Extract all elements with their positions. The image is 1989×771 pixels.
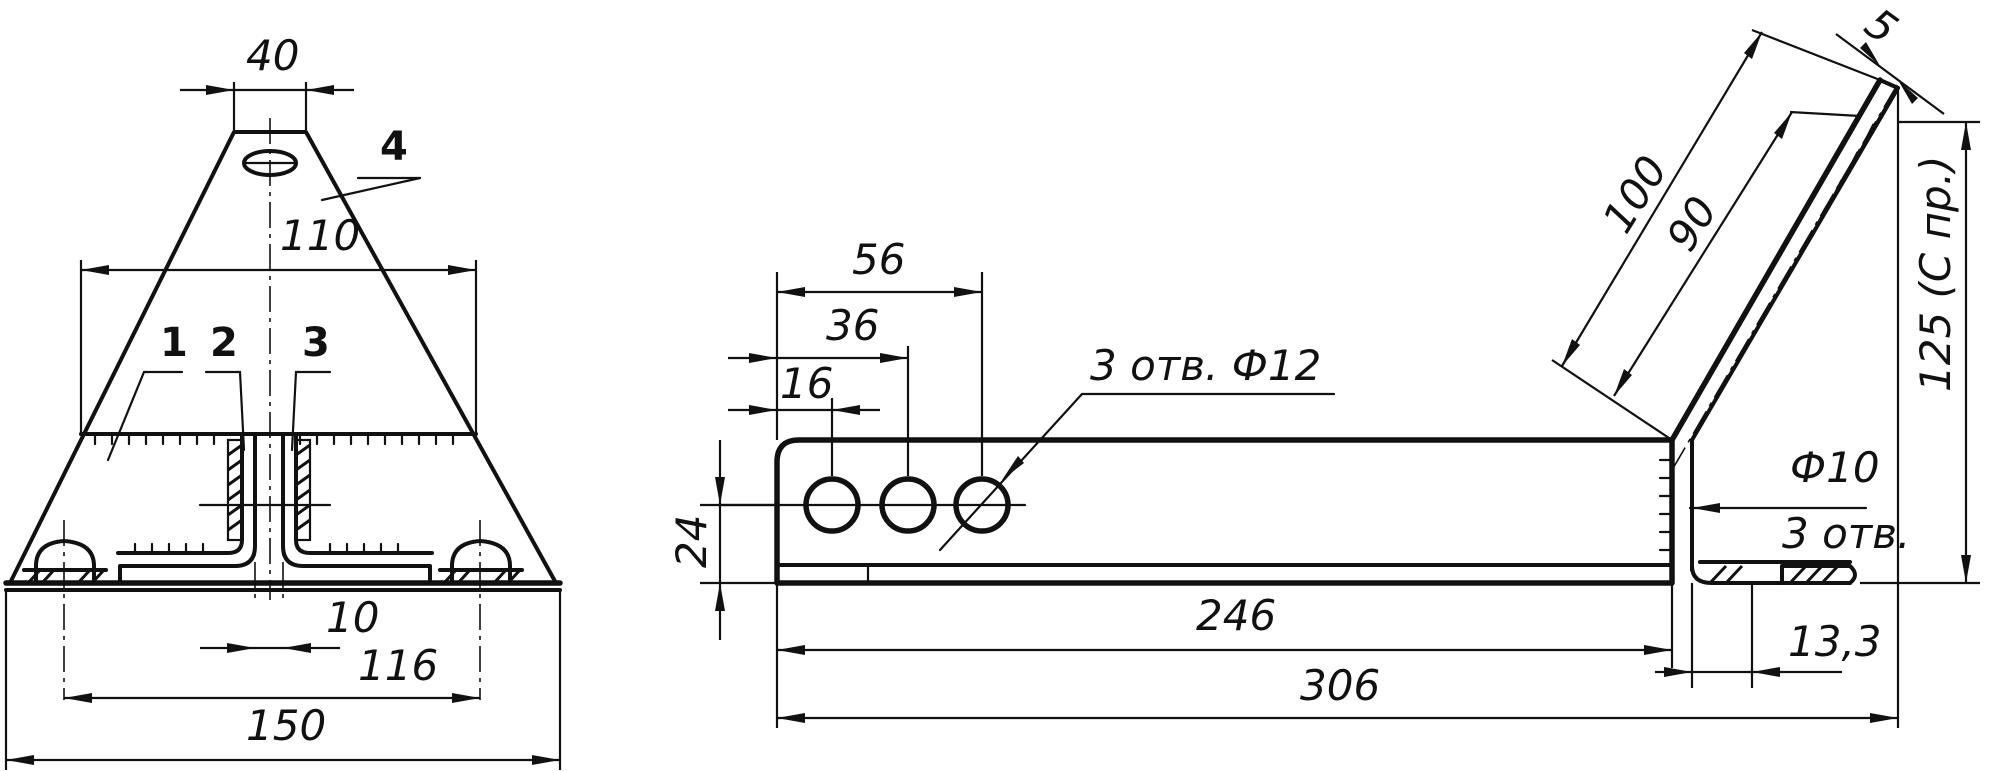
dim-100-ext-top	[1751, 28, 1881, 82]
small-hole-note-label: 3 отв.	[1782, 509, 1910, 558]
dim-24-arrow-bottom	[715, 583, 725, 611]
dim-40-arrow-right	[306, 85, 334, 95]
dim-125-label: 125 (С пр.)	[1911, 156, 1960, 392]
right-angle-inner	[294, 434, 434, 555]
label-2: 2	[210, 320, 238, 366]
side-plate-outline	[774, 437, 1675, 586]
left-angle-profile	[118, 434, 257, 585]
arm-hatching	[1810, 99, 1892, 237]
dim-306-label: 306	[1300, 661, 1380, 710]
arm-center-line	[1671, 79, 1901, 471]
dim-110-arrow-right	[448, 265, 476, 275]
dim-10-arrow-left	[227, 643, 255, 653]
label-3-leader	[290, 370, 298, 452]
dim-100-arrow-top	[1744, 32, 1762, 59]
right-angle-profile	[281, 434, 432, 585]
angle-weld-ticks	[133, 542, 400, 555]
dim-40-label: 40	[246, 31, 299, 80]
dim-5-arrow-b	[1898, 80, 1918, 104]
dim-116-label: 116	[358, 641, 438, 690]
web-hatching	[227, 443, 311, 532]
dim-116-arrow-left	[64, 693, 92, 703]
bolt-hatching	[26, 568, 522, 585]
dim-56-arrow-right	[954, 287, 982, 297]
hole-note-arrow	[1002, 456, 1024, 480]
dim-100-arrow-bottom	[1562, 339, 1580, 366]
dim-16-arrow-left	[749, 405, 777, 415]
dim-110-label: 110	[280, 211, 360, 260]
label-4: 4	[380, 124, 408, 170]
left-angle-inner	[116, 434, 244, 555]
foot-hatching	[1708, 564, 1840, 585]
dim-5-arrow-a	[1860, 42, 1880, 66]
dim-306-arrow-left	[777, 713, 805, 723]
dim-56-label: 56	[852, 235, 905, 284]
dim-246-label: 246	[1196, 591, 1276, 640]
dim-100-ext-bottom	[1551, 359, 1673, 441]
dim-5-line	[1835, 33, 1945, 115]
dim-56-arrow-left	[777, 287, 805, 297]
dim-90-line	[1613, 111, 1793, 397]
dim-10-label: 10	[326, 593, 379, 642]
dim-150-label: 150	[246, 701, 326, 750]
dim-24-label: 24	[667, 515, 716, 568]
dim-246-arrow-left	[777, 645, 805, 655]
small-hole-diameter-label: Ф10	[1790, 443, 1880, 492]
label-4-leader	[320, 176, 422, 202]
dim-36-label: 36	[826, 301, 879, 350]
dim-100-line	[1561, 31, 1763, 367]
foot-end	[1780, 564, 1857, 585]
dim-36-arrow-left	[749, 353, 777, 363]
dim-13-arrow-right	[1752, 667, 1780, 677]
front-view: 40 110 4 1 2 3 10 116	[3, 31, 563, 770]
inclined-arm-outer	[1669, 77, 1883, 443]
dim-150-arrow-left	[6, 755, 34, 765]
dim-90-arrow-bottom	[1614, 369, 1632, 396]
dim-40-arrow-left	[206, 85, 234, 95]
side-view: 3 отв. Ф12 56 36 16 24 246	[667, 0, 1980, 728]
dim-90-label: 90	[1657, 188, 1727, 259]
dim-306-arrow-right	[1870, 713, 1898, 723]
dim-16-label: 16	[780, 359, 833, 408]
hole-note-label: 3 отв. Ф12	[1090, 341, 1321, 390]
label-2-leader	[238, 370, 246, 452]
dim-150-arrow-right	[532, 755, 560, 765]
dim-13-arrow-left	[1664, 667, 1692, 677]
dim-36-arrow-right	[880, 353, 908, 363]
dim-116-arrow-right	[452, 693, 480, 703]
dim-16-arrow-right	[832, 405, 860, 415]
dim-125-arrow-bottom	[1961, 555, 1971, 583]
inclined-arm-top	[1878, 78, 1900, 90]
dim-10-arrow-right	[283, 643, 311, 653]
small-hole-arrow	[1692, 503, 1720, 513]
dim-13-label: 13,3	[1788, 617, 1882, 666]
dim-246-arrow-right	[1644, 645, 1672, 655]
flange-weld-ticks	[1658, 458, 1674, 552]
dim-90-ext-top	[1789, 110, 1861, 118]
label-1-leader	[106, 370, 146, 462]
label-1: 1	[160, 320, 188, 366]
dim-90-arrow-top	[1774, 112, 1792, 139]
dim-24-arrow-top	[715, 477, 725, 505]
dim-125-arrow-top	[1961, 122, 1971, 150]
dim-110-arrow-left	[81, 265, 109, 275]
label-3: 3	[302, 320, 330, 366]
